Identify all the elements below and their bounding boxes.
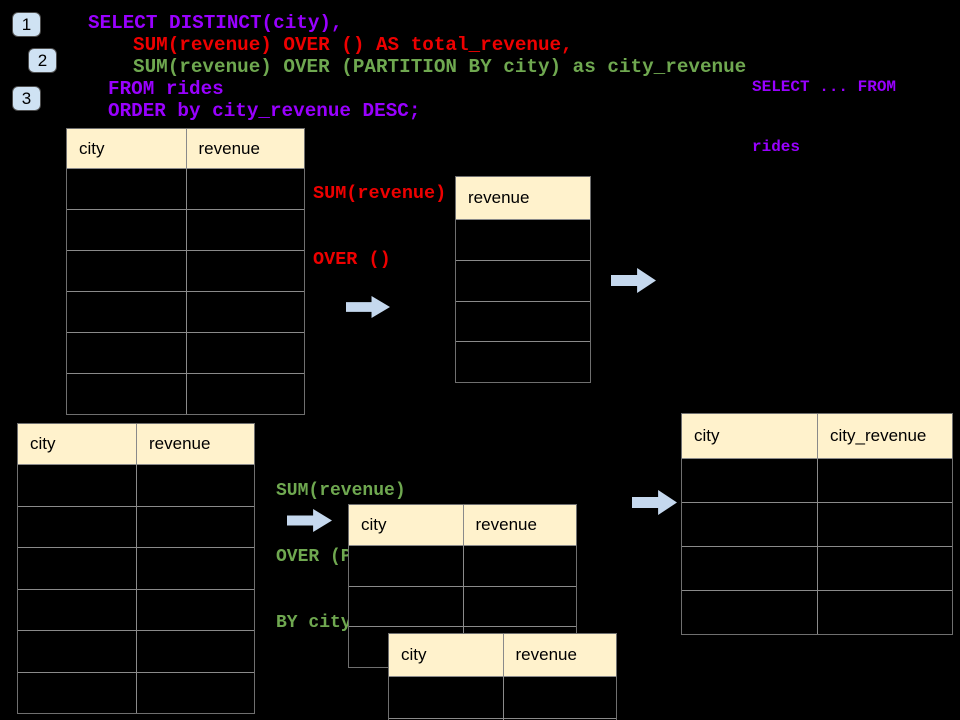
column-header-revenue: revenue (462, 505, 577, 545)
table-row (67, 250, 304, 291)
column-header-revenue: revenue (185, 129, 305, 168)
result-table: city city_revenue (681, 413, 953, 635)
table-row (682, 458, 952, 502)
table-row (67, 373, 304, 414)
sql-line-select: SELECT DISTINCT(city), (88, 12, 343, 34)
table-row (67, 168, 304, 209)
table-row (349, 585, 576, 627)
column-header-revenue: revenue (502, 634, 617, 676)
column-header-city-revenue: city_revenue (817, 414, 952, 458)
sql-line-order: ORDER by city_revenue DESC; (108, 100, 421, 122)
table-row (18, 671, 254, 713)
column-header-city: city (79, 138, 105, 158)
sql-line-from: FROM rides (108, 78, 224, 100)
column-header-revenue: revenue (136, 424, 254, 464)
column-header-revenue: revenue (468, 188, 530, 207)
source-table-bottom: city revenue (17, 423, 255, 714)
source-table-bottom-header: city revenue (18, 424, 254, 464)
source-table-top: city revenue (66, 128, 305, 415)
side-note: SELECT ... FROM rides (752, 37, 896, 197)
table-row (18, 630, 254, 672)
step-badge-2: 2 (28, 48, 57, 73)
label-sum-over-all-line-2: OVER () (313, 249, 391, 270)
column-header-city: city (694, 426, 720, 445)
sql-line-sum-over: SUM(revenue) OVER () AS total_revenue, (133, 34, 573, 56)
arrow-right-icon (632, 490, 677, 515)
table-row (456, 341, 590, 382)
table-row (67, 332, 304, 373)
total-revenue-table-header: revenue (456, 177, 590, 219)
step-badge-3-label: 3 (21, 88, 32, 108)
result-table-header: city city_revenue (682, 414, 952, 458)
total-revenue-table: revenue (455, 176, 591, 383)
table-row (456, 300, 590, 342)
column-header-city: city (361, 515, 387, 534)
arrow-right-icon (611, 268, 656, 293)
step-badge-1-label: 1 (21, 14, 32, 34)
table-row (67, 291, 304, 332)
column-header-city: city (401, 645, 427, 664)
step-badge-2-label: 2 (37, 50, 48, 70)
table-row (682, 590, 952, 634)
table-row (18, 464, 254, 506)
partition-table-a-header: city revenue (349, 505, 576, 545)
table-row (18, 588, 254, 630)
side-note-line-2: rides (752, 138, 801, 156)
table-row (456, 219, 590, 260)
column-header-city: city (30, 434, 56, 453)
table-row (18, 505, 254, 547)
source-table-top-header: city revenue (67, 129, 304, 168)
partition-table-b: city revenue (388, 633, 617, 720)
table-row (18, 547, 254, 589)
label-sum-over-all: SUM(revenue) OVER () (313, 139, 446, 315)
step-badge-3: 3 (12, 86, 41, 111)
sql-line-sum-partition: SUM(revenue) OVER (PARTITION BY city) as… (133, 56, 747, 78)
table-row (456, 259, 590, 301)
table-row (682, 546, 952, 590)
table-row (389, 676, 616, 718)
table-row (67, 209, 304, 250)
partition-table-b-header: city revenue (389, 634, 616, 676)
table-row (682, 502, 952, 546)
table-row (349, 545, 576, 586)
side-note-line-1: SELECT ... FROM (752, 78, 897, 96)
label-sum-over-all-line-1: SUM(revenue) (313, 183, 447, 204)
label-sum-over-partition-line-1: SUM(revenue) (276, 481, 406, 501)
step-badge-1: 1 (12, 12, 41, 37)
